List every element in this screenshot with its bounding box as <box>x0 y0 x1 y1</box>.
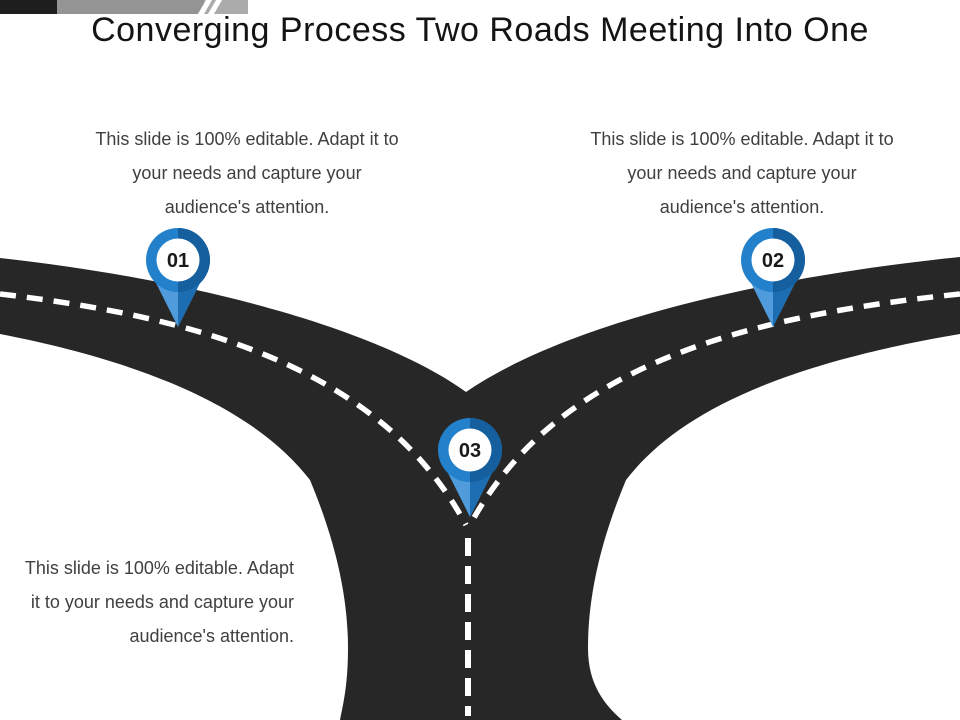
corner-decoration-bar <box>0 0 260 14</box>
decoration-gray-segment <box>57 0 204 14</box>
note-line: audience's attention. <box>164 197 330 217</box>
location-pin-03: 03 <box>438 418 502 517</box>
note-line: This slide is 100% editable. Adapt <box>24 558 294 578</box>
editable-note-top-right: This slide is 100% editable. Adapt it to… <box>562 122 922 224</box>
note-line: your needs and capture your <box>627 163 857 183</box>
left-road-dashed-centerline <box>0 291 469 527</box>
slide-title: Converging Process Two Roads Meeting Int… <box>91 11 869 49</box>
pin-inner-circle <box>156 238 200 282</box>
pin-number-label: 02 <box>762 250 784 272</box>
location-pin-02: 02 <box>741 228 805 327</box>
decoration-black-segment <box>0 0 57 14</box>
note-line: it to your needs and capture your <box>30 592 294 612</box>
note-line: audience's attention. <box>129 626 294 646</box>
note-line: audience's attention. <box>659 197 825 217</box>
note-line: This slide is 100% editable. Adapt it to <box>590 129 894 149</box>
pin-number-label: 01 <box>167 250 189 272</box>
pin-tail-dark <box>178 281 201 327</box>
pin-inner-circle <box>751 238 795 282</box>
note-line: your needs and capture your <box>132 163 362 183</box>
pin-tail-dark <box>773 281 796 327</box>
pin-tail-dark <box>470 471 493 517</box>
location-pin-01: 01 <box>146 228 210 327</box>
pin-inner-circle <box>448 428 492 472</box>
editable-note-bottom-left: This slide is 100% editable. Adapt it to… <box>2 551 294 653</box>
note-line: This slide is 100% editable. Adapt it to <box>95 129 399 149</box>
pin-number-label: 03 <box>459 440 481 462</box>
editable-note-top-left: This slide is 100% editable. Adapt it to… <box>67 122 427 224</box>
right-road-dashed-centerline <box>467 291 960 527</box>
